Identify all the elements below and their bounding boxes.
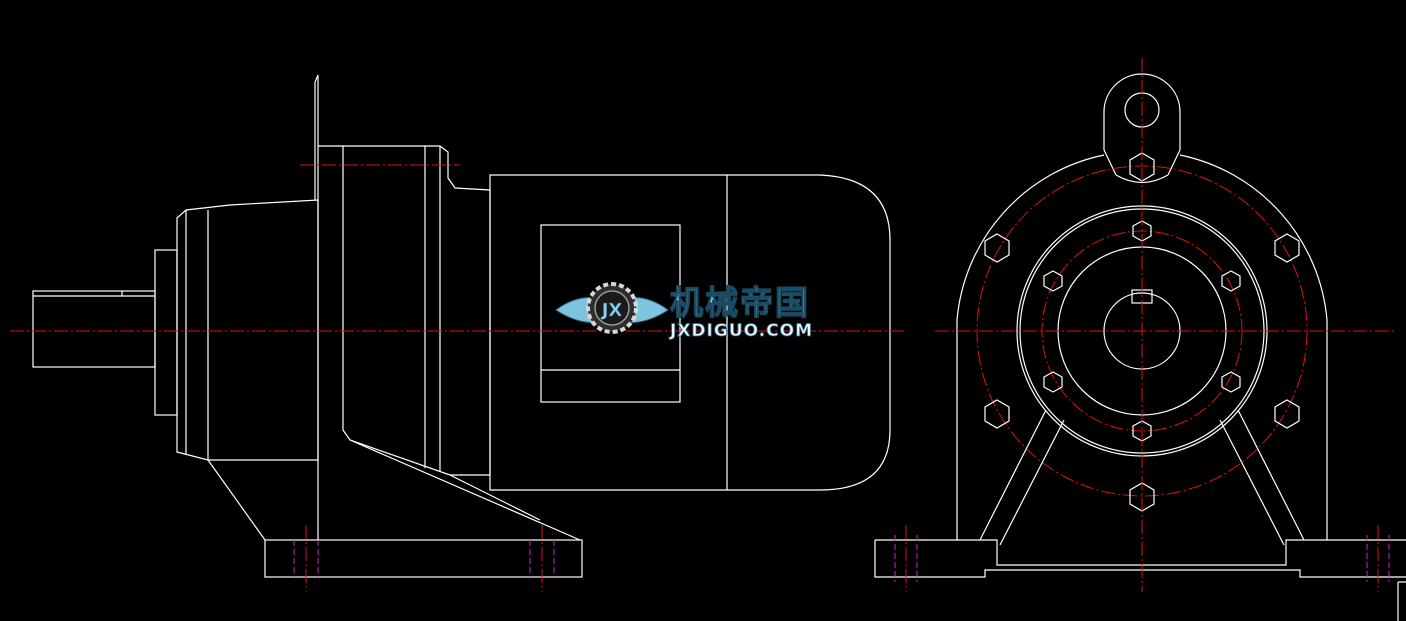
watermark-logo: JX 机械帝国 JXDIGUO.COM <box>555 282 813 341</box>
outer-bolts <box>984 152 1300 512</box>
lifting-eye <box>1103 73 1181 150</box>
housing-outline <box>956 154 1328 540</box>
front-base <box>874 539 1406 578</box>
bolt-circle <box>976 165 1308 497</box>
inner-bolts <box>1043 220 1241 442</box>
end-housing <box>176 199 319 461</box>
watermark-name: 机械帝国 <box>670 283 810 322</box>
side-view <box>10 74 905 592</box>
motor-body <box>489 174 891 491</box>
bearing-cover <box>154 249 178 416</box>
output-shaft <box>32 290 156 368</box>
reducer-housing <box>318 145 491 476</box>
base-plate <box>264 539 583 578</box>
logo-letters: JX <box>600 300 623 321</box>
watermark-site: JXDIGUO.COM <box>669 321 813 341</box>
terminal-box <box>540 224 681 403</box>
front-view <box>874 58 1406 621</box>
